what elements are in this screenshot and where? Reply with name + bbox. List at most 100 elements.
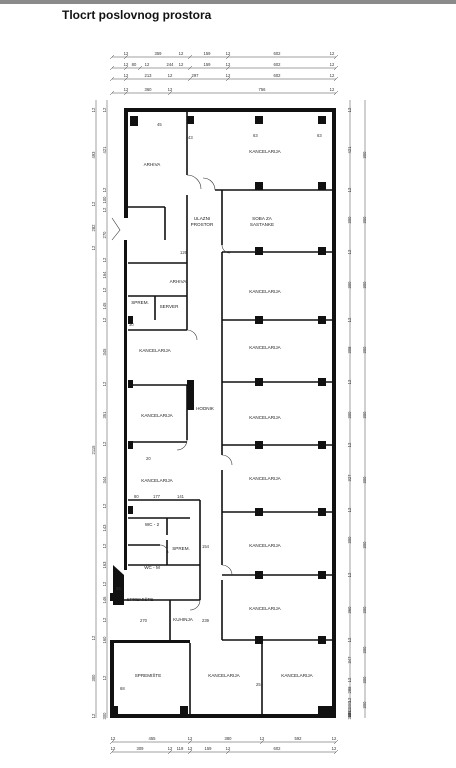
dimension-tick — [259, 739, 265, 745]
dimension-label: 300 — [347, 701, 352, 709]
dimension-label: 602 — [274, 62, 282, 67]
dimension-label: 12 — [102, 107, 107, 112]
dimension-label: 12 — [347, 637, 352, 642]
dimension-label: 12 — [124, 73, 129, 78]
dimension-label: 12 — [347, 712, 352, 717]
dimension-label: 12 — [104, 0, 109, 1]
dimension-label: 12 — [145, 62, 150, 67]
dimension-label: 12 — [91, 245, 96, 250]
dimension-label: 300 — [347, 281, 352, 289]
dimension-label: 160 — [102, 636, 107, 644]
outer-walls — [110, 108, 336, 718]
dim-30: 30 — [129, 322, 134, 327]
dimension-label: 344 — [102, 476, 107, 484]
dimension-label: 12 — [102, 543, 107, 548]
dim-20: 20 — [146, 456, 151, 461]
room-kancelarija-3: KANCELARIJA — [139, 348, 171, 353]
dimension-tick — [333, 749, 339, 755]
dimension-label: 300 — [362, 606, 367, 614]
dimension-label: 297 — [192, 73, 200, 78]
dimension-label: 12 — [168, 746, 173, 751]
dim-63-b: 63 — [317, 133, 322, 138]
dimension-label: 300 — [362, 346, 367, 354]
dimension-tick — [225, 749, 231, 755]
dim-80: 80 — [134, 494, 139, 499]
dimension-label: 300 — [102, 712, 107, 720]
dimension-label: 300 — [347, 216, 352, 224]
room-kuhinja: KUHINJA — [173, 617, 194, 622]
dimension-label: 12 — [102, 257, 107, 262]
inner-dimension-labels: 126 80 177 141 270 154 239 43 63 63 45 2… — [116, 122, 322, 691]
dimension-label: 2115 — [91, 445, 96, 455]
dimension-label: 270 — [102, 231, 107, 239]
dimension-label: 12 — [226, 746, 231, 751]
dimension-label: 300 — [347, 411, 352, 419]
dimension-label: 12 — [226, 51, 231, 56]
dimension-label: 756 — [259, 87, 267, 92]
left-inner-dimension-column: 1242112100122701216412145123451235112344… — [102, 0, 109, 720]
dimension-label: 12 — [102, 675, 107, 680]
dimension-label: 12 — [91, 713, 96, 718]
dimension-label: 12 — [102, 441, 107, 446]
dimension-label: 12 — [102, 581, 107, 586]
door-swings — [111, 174, 233, 611]
room-sprem: SPREM. — [131, 300, 149, 305]
dimension-label: 213 — [145, 73, 153, 78]
dimension-tick — [225, 54, 231, 60]
dimension-tick — [333, 90, 339, 96]
dimension-tick — [109, 65, 115, 71]
dimension-label: 164 — [102, 271, 107, 279]
dimension-label: 100 — [102, 196, 107, 204]
room-labels: ARHIVA KANCELARIJA ULAZNI PROSTOR SOBA Z… — [127, 149, 314, 678]
dimension-label: 282 — [91, 224, 96, 232]
dimension-label: 12 — [179, 62, 184, 67]
dimension-label: 12 — [347, 107, 352, 112]
dimension-label: 12 — [102, 207, 107, 212]
dimension-label: 300 — [362, 701, 367, 709]
dimension-tick — [187, 749, 193, 755]
dimension-label: 347 — [347, 656, 352, 664]
room-kancelarija-7: KANCELARIJA — [141, 478, 173, 483]
dimension-tick — [109, 90, 115, 96]
dimension-tick — [137, 65, 143, 71]
dimension-label: 12 — [124, 87, 129, 92]
dimension-label: 12 — [102, 317, 107, 322]
dimension-tick — [167, 749, 173, 755]
room-sastanke: SASTANKE — [250, 222, 274, 227]
dimension-tick — [187, 54, 193, 60]
dimension-label: 12 — [330, 73, 335, 78]
dimension-tick — [123, 65, 129, 71]
dim-68: 68 — [120, 686, 125, 691]
dimension-label: 300 — [362, 646, 367, 654]
dimension-label: 288 — [347, 686, 352, 694]
dimension-label: 360 — [347, 606, 352, 614]
dimension-label: 12 — [347, 677, 352, 682]
dimension-label: 143 — [102, 524, 107, 532]
dimension-label: 12 — [102, 187, 107, 192]
dimension-label: 12 — [347, 379, 352, 384]
dim-239: 239 — [202, 618, 210, 623]
room-spremiste: SPREMIŠTE — [127, 596, 154, 602]
dimension-label: 12 — [332, 746, 337, 751]
dimension-label: 300 — [347, 709, 352, 717]
room-wc-2: WC - 2 — [145, 522, 160, 527]
dimension-label: 12 — [330, 62, 335, 67]
dimension-tick — [333, 76, 339, 82]
dimension-label: 12 — [102, 381, 107, 386]
dimension-tick — [187, 65, 193, 71]
dimension-label: 12 — [111, 746, 116, 751]
dimension-label: 12 — [347, 507, 352, 512]
room-arhiva-2: ARHIVA — [170, 279, 188, 284]
dimension-label: 359 — [155, 51, 163, 56]
dim-141: 141 — [177, 494, 185, 499]
room-kancelarija-6: KANCELARIJA — [249, 415, 281, 420]
dim-154: 154 — [202, 544, 210, 549]
dimension-label: 12 — [347, 249, 352, 254]
dim-126: 126 — [180, 250, 188, 255]
dimension-label: 300 — [362, 411, 367, 419]
